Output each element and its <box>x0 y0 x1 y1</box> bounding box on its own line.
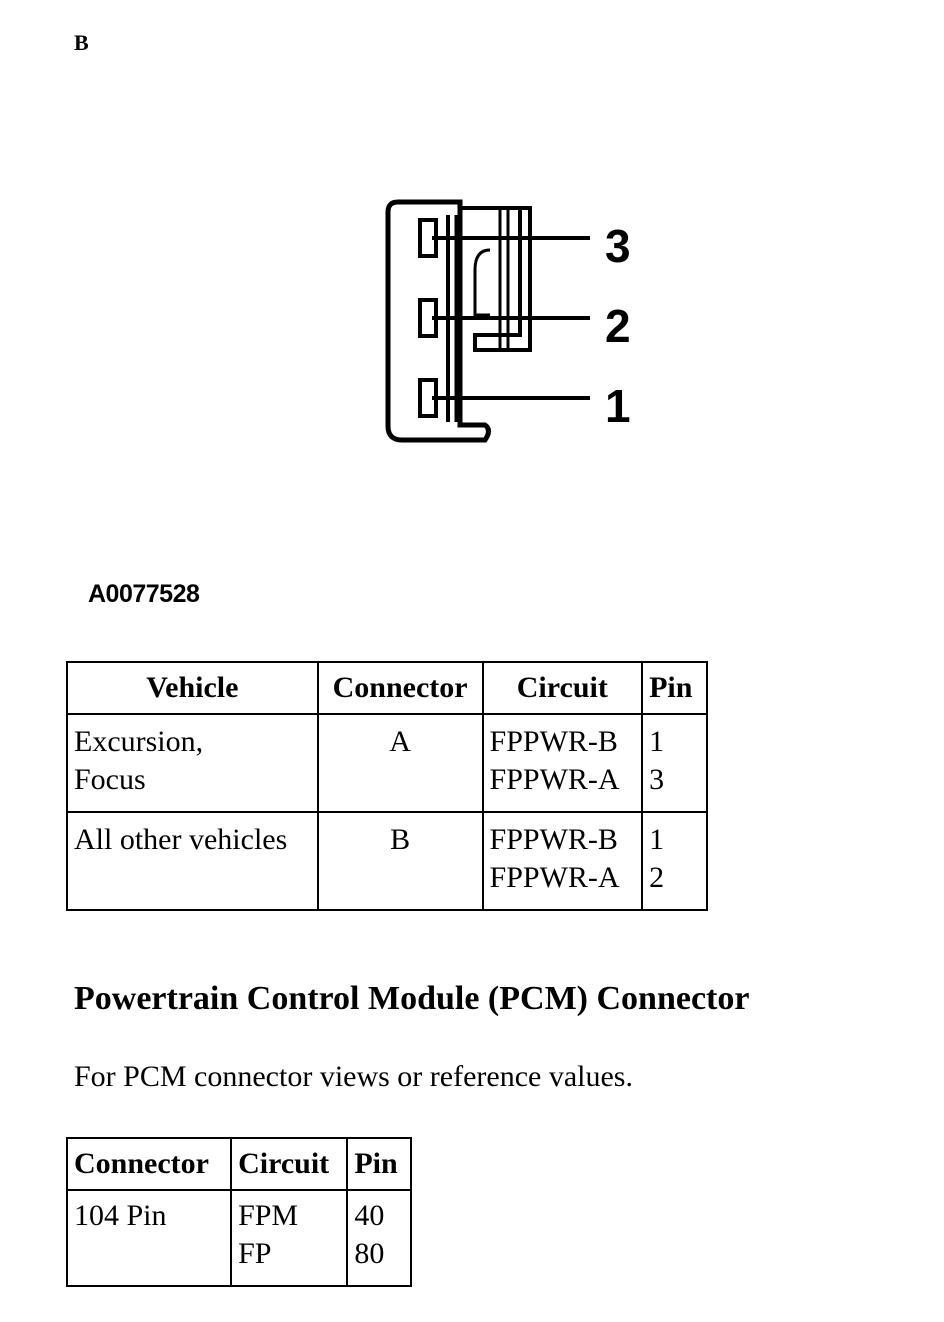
pin-label-3: 3 <box>605 220 631 272</box>
vehicle-line: All other vehicles <box>74 823 288 856</box>
pin-line: 3 <box>649 763 665 796</box>
circuit-line: FPPWR-A <box>489 861 620 894</box>
connector-table: Vehicle Connector Circuit Pin Excursion,… <box>66 661 708 911</box>
vehicle-line: Focus <box>74 763 146 796</box>
header-connector: Connector <box>65 1137 233 1191</box>
cell-vehicle: All other vehicles <box>66 811 319 911</box>
pcm-table: Connector Circuit Pin 104 Pin FPM FP 40 … <box>65 1137 412 1287</box>
pin-line: 1 <box>649 725 665 758</box>
cell-connector: 104 Pin <box>65 1189 233 1287</box>
cell-vehicle: Excursion, Focus <box>66 713 319 813</box>
pin-label-2: 2 <box>605 300 631 352</box>
section-text: For PCM connector views or reference val… <box>74 1060 633 1093</box>
circuit-line: FP <box>238 1237 272 1270</box>
header-connector: Connector <box>316 661 484 715</box>
cell-pin: 40 80 <box>346 1189 412 1287</box>
circuit-line: FPPWR-B <box>489 725 618 758</box>
circuit-line: FPPWR-B <box>489 823 618 856</box>
cell-circuit: FPPWR-B FPPWR-A <box>481 811 644 911</box>
table-header-row: Connector Circuit Pin <box>65 1137 412 1191</box>
connector-diagram: 3 2 1 <box>385 199 631 443</box>
cell-circuit: FPPWR-B FPPWR-A <box>481 713 644 813</box>
pin-line: 80 <box>354 1237 385 1270</box>
cell-pin: 1 3 <box>641 713 708 813</box>
section-title: Powertrain Control Module (PCM) Connecto… <box>74 980 750 1017</box>
pin-line: 2 <box>649 861 665 894</box>
cell-connector: A <box>316 713 484 813</box>
header-circuit: Circuit <box>230 1137 349 1191</box>
connector-housing <box>385 199 491 443</box>
connector-latch <box>460 206 532 352</box>
table-row: Excursion, Focus A FPPWR-B FPPWR-A 1 3 <box>66 713 708 813</box>
header-pin: Pin <box>641 661 708 715</box>
header-circuit: Circuit <box>481 661 644 715</box>
vehicle-line: Excursion, <box>74 725 204 758</box>
cell-circuit: FPM FP <box>230 1189 349 1287</box>
circuit-line: FPM <box>238 1199 299 1232</box>
table-header-row: Vehicle Connector Circuit Pin <box>66 661 708 715</box>
figure-id: A0077528 <box>88 580 200 608</box>
table-row: All other vehicles B FPPWR-B FPPWR-A 1 2 <box>66 811 708 911</box>
cell-connector: B <box>316 811 484 911</box>
header-vehicle: Vehicle <box>66 661 319 715</box>
table-row: 104 Pin FPM FP 40 80 <box>65 1189 412 1287</box>
header-pin: Pin <box>346 1137 412 1191</box>
pin-label-1: 1 <box>605 380 631 432</box>
circuit-line: FPPWR-A <box>489 763 620 796</box>
pin-line: 1 <box>649 823 665 856</box>
view-label: B <box>74 30 89 55</box>
cell-pin: 1 2 <box>641 811 708 911</box>
pin-line: 40 <box>354 1199 385 1232</box>
